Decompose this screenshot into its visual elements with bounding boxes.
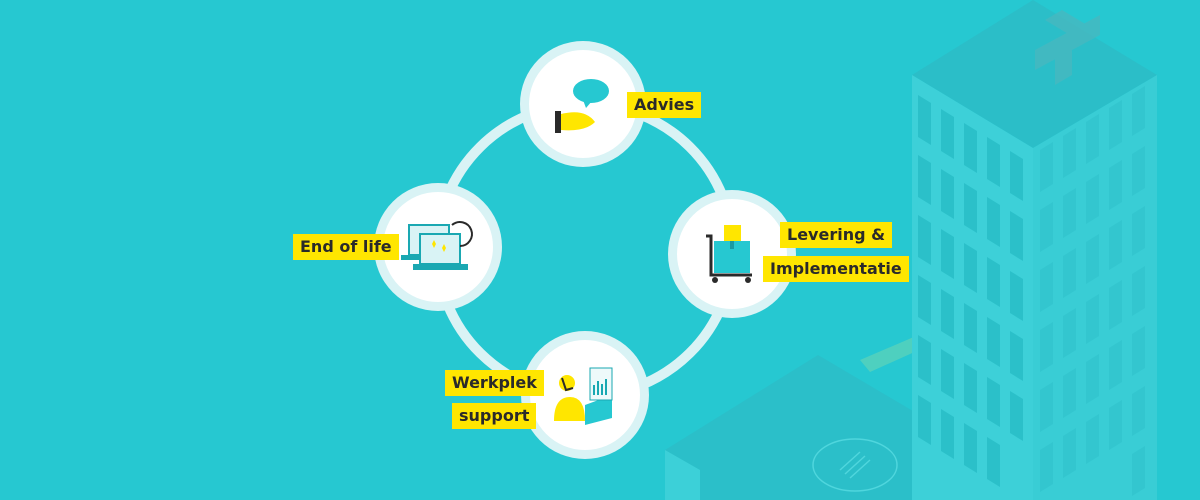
window <box>1040 142 1053 192</box>
window <box>1132 146 1145 196</box>
window <box>1109 160 1122 210</box>
label-support: support <box>452 403 537 429</box>
window <box>1063 308 1076 358</box>
window <box>918 335 931 385</box>
window <box>1010 211 1023 261</box>
roof-cross-icon <box>1035 10 1100 85</box>
window <box>1132 386 1145 436</box>
window <box>964 183 977 233</box>
window <box>941 349 954 399</box>
window <box>1063 368 1076 418</box>
hospital-building <box>912 0 1157 500</box>
label-implementatie: Implementatie <box>763 256 909 282</box>
window <box>941 229 954 279</box>
window <box>1086 234 1099 284</box>
window <box>1132 326 1145 376</box>
hand-speech-bubble-icon <box>555 79 609 133</box>
window <box>964 243 977 293</box>
window <box>987 257 1000 307</box>
window <box>987 377 1000 427</box>
window <box>1109 280 1122 330</box>
window <box>1086 174 1099 224</box>
window <box>1063 188 1076 238</box>
window <box>1010 331 1023 381</box>
window <box>1109 220 1122 270</box>
window <box>1086 294 1099 344</box>
helpdesk-agent-icon <box>554 367 613 425</box>
window <box>1132 446 1145 496</box>
window <box>918 395 931 445</box>
window <box>964 363 977 413</box>
window <box>941 289 954 339</box>
window <box>918 155 931 205</box>
window <box>1086 354 1099 404</box>
window <box>1040 322 1053 372</box>
window <box>1132 206 1145 256</box>
window <box>1010 151 1023 201</box>
node-werkplek <box>521 331 649 459</box>
window <box>964 423 977 473</box>
window <box>941 409 954 459</box>
window <box>1086 114 1099 164</box>
window <box>987 317 1000 367</box>
window <box>1063 428 1076 478</box>
window <box>1040 262 1053 312</box>
label-advies: Advies <box>627 92 702 118</box>
window <box>918 215 931 265</box>
window <box>1063 248 1076 298</box>
window <box>1040 382 1053 432</box>
node-end-of-life <box>374 183 502 311</box>
label-levering: Levering & <box>780 222 893 248</box>
node-advies <box>520 41 646 167</box>
label-werkplek: Werkplek <box>445 370 544 396</box>
window <box>987 137 1000 187</box>
window <box>1063 128 1076 178</box>
window <box>1132 266 1145 316</box>
window <box>941 169 954 219</box>
window <box>1010 391 1023 441</box>
node-levering <box>668 190 796 318</box>
window <box>1040 442 1053 492</box>
window <box>1109 340 1122 390</box>
laptops-recycle-icon <box>401 221 473 270</box>
window <box>1109 100 1122 150</box>
cart-boxes-icon <box>706 225 752 283</box>
window <box>918 95 931 145</box>
window <box>964 303 977 353</box>
window <box>1040 202 1053 252</box>
window <box>964 123 977 173</box>
window <box>1132 86 1145 136</box>
window <box>987 437 1000 487</box>
label-end-of-life: End of life <box>293 234 399 260</box>
window <box>1086 414 1099 464</box>
window <box>918 275 931 325</box>
window <box>987 197 1000 247</box>
window <box>941 109 954 159</box>
window <box>1109 400 1122 450</box>
helipad-icon <box>812 438 898 492</box>
window <box>1010 271 1023 321</box>
